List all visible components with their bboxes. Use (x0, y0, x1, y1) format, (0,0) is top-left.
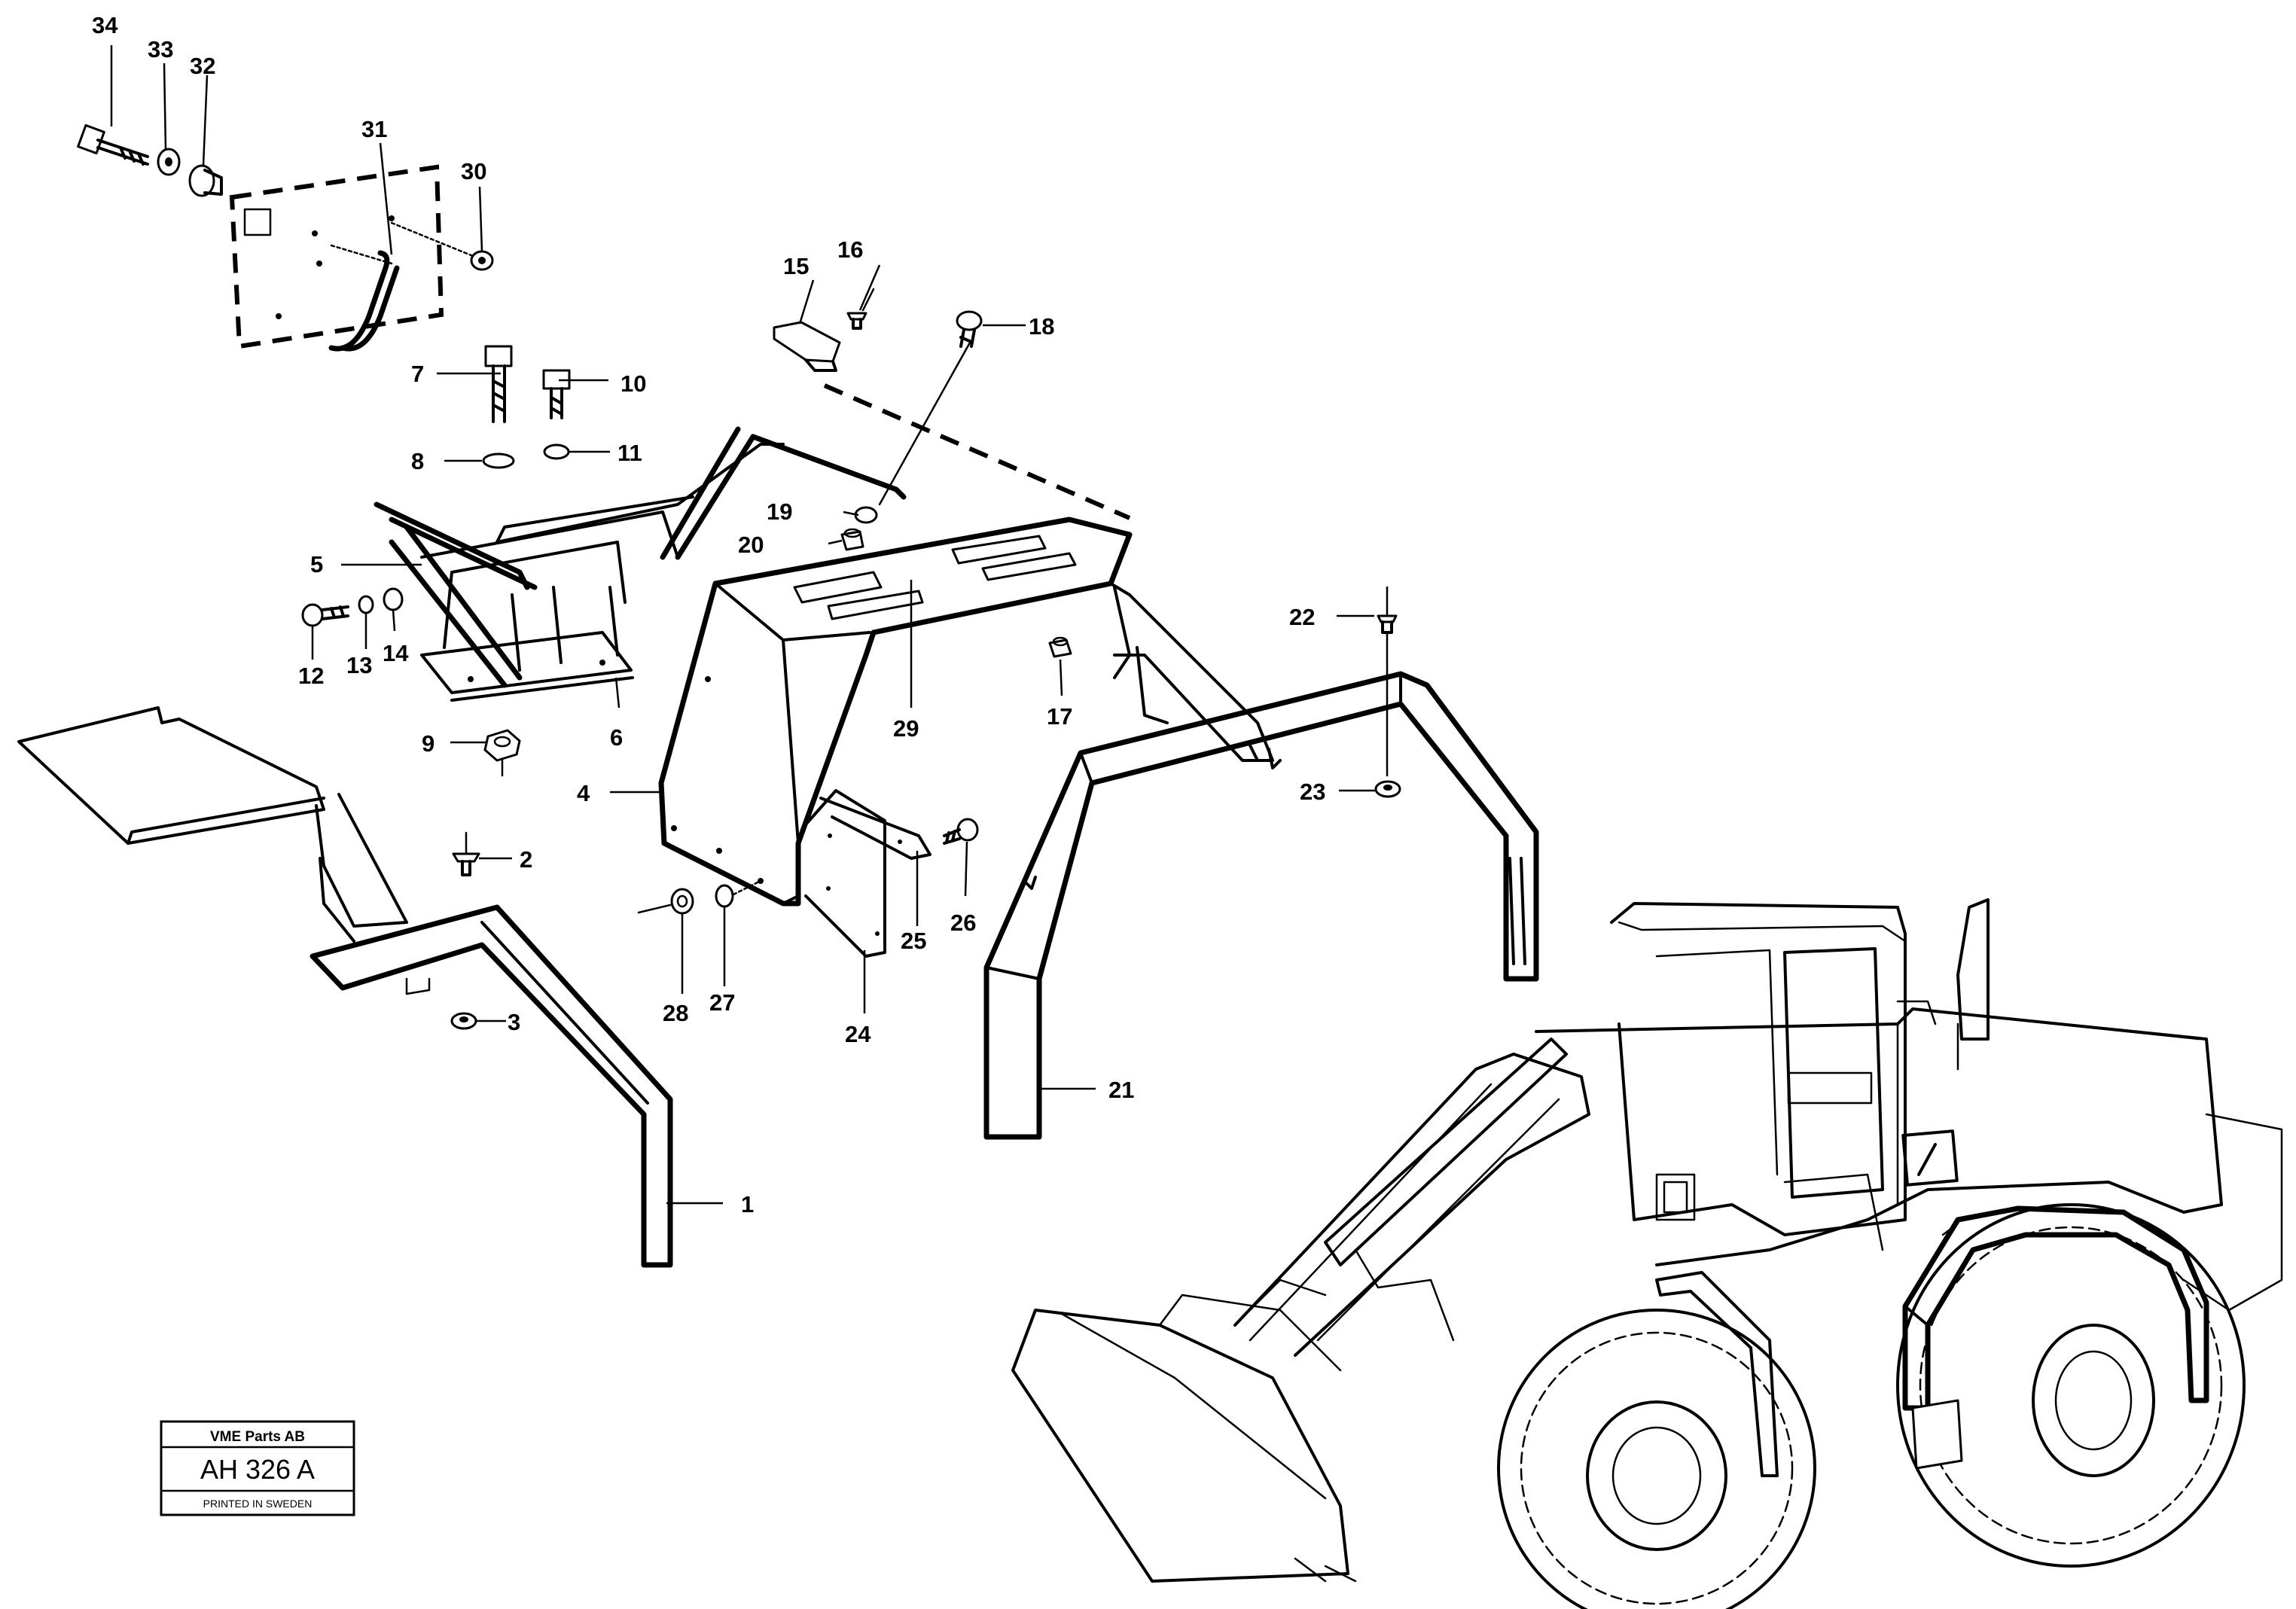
callout-6: 6 (610, 724, 623, 751)
handle-icon (328, 250, 390, 352)
mounting-plate-assembly (77, 123, 494, 352)
callout-26: 26 (950, 910, 976, 936)
nut-icon (470, 250, 494, 271)
callout-25: 25 (901, 928, 926, 954)
callout-33: 33 (148, 36, 173, 62)
front-mudguard-assembly (658, 517, 1274, 958)
callout-14: 14 (383, 640, 409, 666)
callout-30: 30 (461, 158, 486, 184)
washer-icon (482, 453, 515, 469)
washer-icon (543, 443, 570, 460)
callout-32: 32 (190, 53, 215, 79)
slot-icon (793, 571, 883, 604)
rear-fender-icon (983, 671, 1539, 1140)
callout-29: 29 (893, 715, 919, 742)
left-mudguard-assembly (17, 706, 673, 1268)
nut-icon (1374, 780, 1401, 798)
callout-9: 9 (422, 730, 435, 757)
slot-icon (951, 535, 1047, 565)
callout-7: 7 (411, 361, 424, 387)
callout-19: 19 (767, 498, 792, 525)
bracket-assembly (374, 426, 907, 702)
callout-13: 13 (346, 652, 372, 678)
callout-34: 34 (92, 12, 118, 38)
floor-plate-icon (17, 706, 325, 845)
callout-17: 17 (1047, 703, 1072, 730)
rear-mudguard-assembly (983, 671, 1539, 1140)
mudguard-body-icon (658, 517, 1133, 907)
callout-3: 3 (508, 1009, 520, 1035)
washer-icon (715, 884, 734, 908)
bolt-icon (542, 369, 571, 419)
bolt-icon (77, 123, 149, 166)
reference-box: VME Parts AB AH 326 A PRINTED IN SWEDEN (160, 1420, 355, 1516)
nut-icon (1048, 636, 1072, 658)
bolt-icon (943, 818, 979, 845)
callout-22: 22 (1289, 604, 1315, 630)
callout-4: 4 (577, 780, 590, 806)
callout-2: 2 (520, 846, 532, 873)
nut-icon (670, 888, 694, 915)
callout-10: 10 (620, 370, 646, 397)
spacer-icon (383, 587, 404, 611)
callout-21: 21 (1108, 1077, 1134, 1103)
callout-8: 8 (411, 448, 424, 474)
leader-lines (110, 45, 1377, 1205)
callout-5: 5 (310, 551, 323, 577)
washer-icon (358, 595, 374, 614)
bolt-icon (956, 310, 983, 348)
slot-icon (827, 590, 924, 620)
callout-1: 1 (741, 1191, 754, 1217)
slot-icon (981, 552, 1077, 581)
callout-27: 27 (709, 989, 735, 1016)
nut-icon (450, 1012, 477, 1030)
plate-outline-icon (229, 164, 444, 349)
company-name: VME Parts AB (210, 1429, 305, 1445)
callout-labels: 34 33 32 31 30 15 16 18 7 10 8 11 19 20 … (92, 12, 1325, 1217)
callout-18: 18 (1029, 313, 1054, 340)
nut-icon (483, 729, 521, 762)
rear-mud-flap-icon (1911, 1399, 1963, 1470)
callout-20: 20 (738, 532, 764, 558)
callout-28: 28 (663, 1000, 688, 1026)
callout-24: 24 (845, 1021, 871, 1047)
upper-bar-icon (675, 434, 907, 560)
printed-note: PRINTED IN SWEDEN (203, 1498, 313, 1510)
drawing-number: AH 326 A (200, 1454, 315, 1485)
wheel-loader-illustration (1011, 898, 2283, 1609)
clamp-icon (773, 321, 841, 372)
screw-icon (301, 603, 349, 627)
callout-23: 23 (1300, 779, 1325, 805)
callout-15: 15 (783, 253, 809, 279)
screw-icon (1377, 586, 1398, 634)
bolt-icon (484, 345, 513, 423)
mud-flap-icon (804, 789, 886, 958)
screw-icon (846, 288, 875, 330)
callout-31: 31 (361, 116, 387, 142)
callout-16: 16 (837, 236, 863, 263)
fender-strip-icon (309, 904, 673, 1268)
nut-icon (840, 528, 864, 551)
callout-12: 12 (298, 663, 324, 689)
spacer-icon (188, 164, 223, 197)
washer-icon (854, 506, 878, 524)
plate-tab-icon (243, 208, 272, 236)
screw-icon (452, 831, 480, 876)
base-plate-icon (420, 631, 633, 694)
callout-11: 11 (617, 440, 642, 466)
